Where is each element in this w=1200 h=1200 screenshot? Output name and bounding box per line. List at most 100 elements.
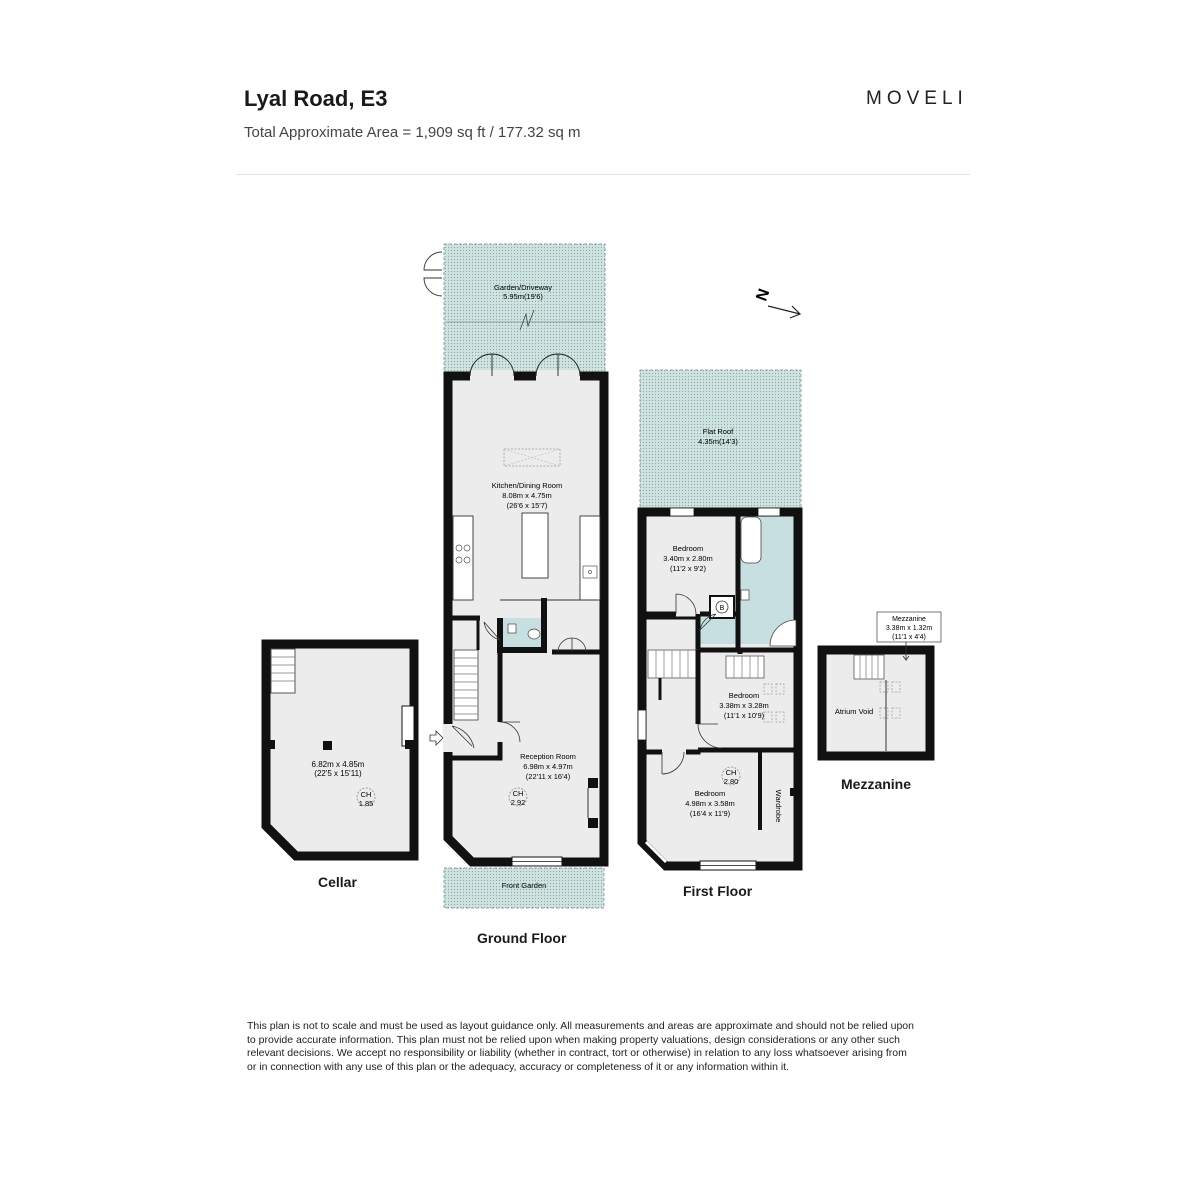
- flat-roof-dim: 4.35m(14'3): [698, 437, 738, 446]
- skylight-icons: [763, 683, 785, 723]
- front-bedroom-door-icon: [661, 751, 685, 775]
- french-doors-icon: [469, 353, 581, 377]
- bedroom-front-dim-ft: (16'4 x 11'9): [690, 809, 731, 818]
- reception-name: Reception Room: [520, 752, 576, 761]
- bedroom-mid-dim-m: 3.38m x 3.28m: [719, 701, 769, 710]
- boiler-icon: [715, 600, 729, 614]
- front-bedroom-walls: [642, 749, 701, 755]
- wardrobe-knob: [790, 788, 796, 796]
- bathtub-icon: [740, 516, 762, 564]
- cellar-plan: 6.82m x 4.85m (22'5 x 15'11) CH 1.85: [261, 639, 419, 861]
- middle-bedroom-walls: [695, 650, 798, 753]
- mezzanine-plan: Atrium Void Mezzanine 3.38m x 1.32m (11'…: [817, 611, 942, 761]
- rear-window-bedroom: [669, 507, 695, 517]
- mezzanine-skylight-icons: [879, 681, 901, 719]
- mezzanine-walls: [817, 645, 935, 761]
- bathroom-walls: [695, 614, 798, 653]
- ceiling-height-icon: [721, 766, 741, 786]
- reception-partition: [448, 650, 503, 761]
- front-garden-name: Front Garden: [502, 881, 547, 890]
- reception-dim-m: 6.98m x 4.97m: [523, 762, 573, 771]
- reception-dim-ft: (22'11 x 16'4): [526, 772, 571, 781]
- mezzanine-stairs: [853, 654, 885, 680]
- ground-stair-treads: [454, 657, 478, 715]
- toilet-icon: [527, 628, 541, 640]
- flat-roof: [639, 369, 802, 511]
- reception-door-icon: [499, 721, 521, 743]
- double-door-icon: [557, 637, 587, 653]
- reception-ch-label: CH: [513, 789, 524, 798]
- ground-floor-plan: Garden/Driveway 5.95m(19'6): [423, 243, 609, 909]
- shower-icon: [769, 619, 797, 647]
- rear-bedroom-door-icon: [675, 593, 697, 615]
- cellar-pier-right: [405, 740, 414, 749]
- mezzanine-stair-treads: [859, 655, 879, 679]
- entrance-arrow-icon: [429, 730, 444, 746]
- bedroom-mid-name: Bedroom: [729, 691, 759, 700]
- garden-dim: 5.95m(19'6): [503, 292, 543, 301]
- cellar-stair-treads: [271, 656, 295, 682]
- boiler-label: B: [720, 605, 725, 612]
- total-area: Total Approximate Area = 1,909 sq ft / 1…: [244, 124, 581, 141]
- mezzanine-callout-name: Mezzanine: [892, 616, 926, 623]
- front-door-gap: [443, 724, 453, 752]
- chimney-breast-upper: [588, 778, 598, 788]
- cellar-ch-value: 1.85: [359, 799, 374, 808]
- north-arrow-icon: N: [753, 287, 802, 319]
- mezzanine-callout: [876, 611, 942, 643]
- mezzanine-label: Mezzanine: [841, 776, 912, 792]
- kitchen-counter-left: [452, 515, 474, 601]
- cellar-pillar: [323, 741, 332, 750]
- bedroom-mid-dim-ft: (11'1 x 10'9): [724, 711, 765, 720]
- atrium-label: Atrium Void: [835, 707, 873, 716]
- middle-bedroom-stairs: [725, 655, 765, 679]
- bedroom-rear-name: Bedroom: [673, 544, 703, 553]
- first-floor-plan: N Flat Roof 4.35m(14'3) Bedroom 3.40m x …: [637, 287, 803, 871]
- reception-ch-value: 2.92: [511, 798, 526, 807]
- bedroom-front-name: Bedroom: [695, 789, 725, 798]
- chimney-breast-lower: [588, 818, 598, 828]
- bathroom-basin-icon: [740, 589, 750, 601]
- front-garden: [443, 867, 605, 909]
- cellar-stairs: [270, 648, 296, 694]
- kitchen-counter-right: [579, 515, 601, 601]
- cellar-dim-ft: (22'5 x 15'11): [314, 769, 362, 778]
- mezzanine-callout-dim-m: 3.38m x 1.32m: [886, 625, 932, 632]
- kitchen-island: [521, 512, 549, 579]
- bedroom-front-ch-label: CH: [726, 768, 737, 777]
- garden-driveway: [443, 243, 606, 377]
- kitchen-dim-ft: (26'6 x 15'7): [507, 501, 548, 510]
- first-floor-label: First Floor: [683, 883, 753, 899]
- page-title: Lyal Road, E3: [244, 86, 388, 111]
- cellar-dim-m: 6.82m x 4.85m: [312, 760, 365, 769]
- rear-window-bathroom: [757, 507, 781, 517]
- mezzanine-callout-dim-ft: (11'1 x 4'4): [892, 634, 926, 641]
- cellar-floor: [266, 644, 414, 856]
- hob-icon: [455, 544, 471, 564]
- skylight-cross: [503, 448, 561, 467]
- bedroom-front-ch-value: 2.80: [724, 777, 739, 786]
- bay-window: [644, 840, 668, 864]
- bedroom-front-dim-m: 4.98m x 3.58m: [685, 799, 735, 808]
- skylight: [503, 448, 561, 467]
- first-stairs: [647, 649, 699, 679]
- ceiling-height-icon: [508, 787, 528, 807]
- first-stair-treads: [655, 650, 689, 678]
- garden-name: Garden/Driveway: [494, 283, 552, 292]
- ground-stairs: [453, 649, 479, 721]
- garden-dimension-break: [519, 309, 535, 331]
- ceiling-height-icon: [356, 787, 376, 807]
- cellar-ch-label: CH: [361, 790, 372, 799]
- compass-label: N: [753, 287, 773, 304]
- ground-floor-label: Ground Floor: [477, 930, 567, 946]
- flat-roof-name: Flat Roof: [703, 427, 734, 436]
- wc-walls: [497, 598, 547, 653]
- front-door-icon: [451, 725, 475, 749]
- wc-door-icon: [483, 621, 501, 641]
- cellar-pier-left: [266, 740, 275, 749]
- sink-icon: [582, 565, 598, 579]
- garden-gate-icon: [423, 251, 443, 297]
- bathroom-door-icon: [699, 613, 717, 631]
- middle-stair-treads: [733, 656, 759, 678]
- cellar-label: Cellar: [318, 874, 357, 890]
